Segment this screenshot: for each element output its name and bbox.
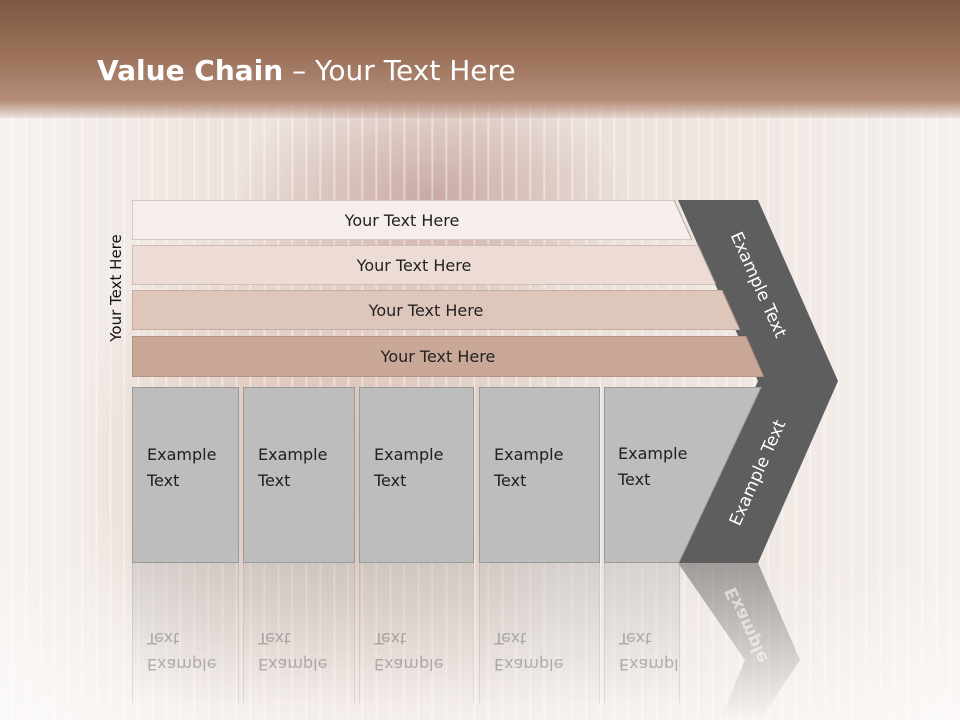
box-3-line2: Text (374, 471, 407, 490)
row-2-label: Your Text Here (356, 255, 472, 275)
box-5-reflection: Example Text (604, 563, 680, 703)
row-1-label: Your Text Here (344, 210, 460, 230)
box-4-line1: Example (494, 445, 564, 464)
box-3-line1: Example (374, 445, 444, 464)
row-4[interactable]: Your Text Here (132, 336, 764, 377)
box-5-line2: Text (618, 470, 651, 489)
chevron-reflection (678, 563, 800, 720)
row-3-label: Your Text Here (368, 300, 484, 320)
box-3-reflection: Example Text (359, 563, 474, 703)
row-4-label: Your Text Here (380, 346, 496, 366)
slide-title: Value Chain – Your Text Here (97, 54, 516, 87)
box-1-line1: Example (147, 445, 217, 464)
row-1[interactable]: Your Text Here (132, 200, 692, 240)
box-1-reflection: Example Text (132, 563, 239, 703)
slide-title-bold: Value Chain (97, 54, 284, 87)
activity-box-5[interactable]: Example Text (604, 387, 762, 563)
box-4-line2: Text (494, 471, 527, 490)
slide-title-rest: – Your Text Here (283, 54, 516, 87)
box-2-line2: Text (258, 471, 291, 490)
box-2-line1: Example (258, 445, 328, 464)
row-2[interactable]: Your Text Here (132, 245, 716, 285)
row-3[interactable]: Your Text Here (132, 290, 740, 330)
box-2-reflection: Example Text (243, 563, 355, 703)
box-5-line1: Example (618, 444, 688, 463)
box-1-line2: Text (147, 471, 180, 490)
background-fade (0, 560, 960, 720)
header-bar: Value Chain – Your Text Here (0, 0, 960, 118)
box-4-reflection: Example Text (479, 563, 600, 703)
